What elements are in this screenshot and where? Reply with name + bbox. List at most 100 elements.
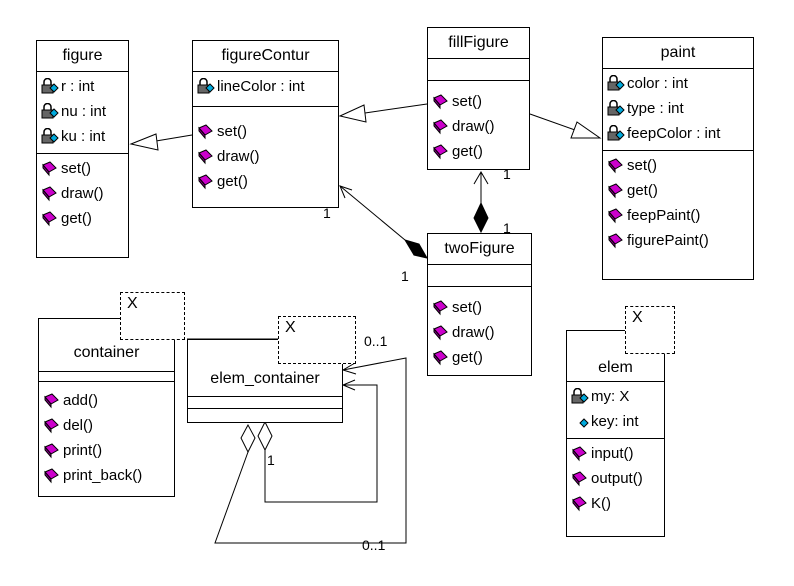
attribute: nu : int bbox=[41, 99, 128, 124]
operation: get() bbox=[432, 345, 531, 370]
attributes-section bbox=[188, 397, 342, 409]
operations-section: set() draw() get() bbox=[428, 81, 529, 168]
multiplicity-label: 1 bbox=[267, 452, 275, 468]
class-title: elem_container bbox=[188, 340, 342, 397]
class-title: paint bbox=[603, 38, 753, 69]
operation-icon bbox=[433, 350, 448, 366]
operation-icon bbox=[572, 446, 587, 462]
multiplicity-label: 1 bbox=[401, 268, 409, 284]
nav-arrowhead bbox=[339, 185, 353, 199]
operation-icon bbox=[433, 94, 448, 110]
attributes-section: r : int nu : int ku : int bbox=[37, 72, 128, 154]
multiplicity-label: 0..1 bbox=[364, 333, 388, 349]
private-attribute-icon bbox=[41, 78, 59, 94]
attributes-section bbox=[428, 59, 529, 81]
attribute: lineColor : int bbox=[197, 74, 338, 99]
operation-icon bbox=[608, 208, 623, 224]
operation: set() bbox=[432, 89, 529, 114]
operation: draw() bbox=[197, 144, 338, 169]
multiplicity-label: 1 bbox=[323, 205, 331, 221]
operation: print_back() bbox=[43, 463, 174, 488]
attributes-section bbox=[39, 372, 174, 382]
operation-icon bbox=[44, 418, 59, 434]
attribute: r : int bbox=[41, 74, 128, 99]
class-fillFigure[interactable]: fillFigure set() draw() get() bbox=[427, 27, 530, 170]
operation: get() bbox=[432, 139, 529, 164]
operation: get() bbox=[197, 169, 338, 194]
operation: feepPaint() bbox=[607, 203, 753, 228]
attribute: type : int bbox=[607, 96, 753, 121]
operation: input() bbox=[571, 441, 664, 466]
attribute: my: X bbox=[571, 384, 664, 409]
operation-icon bbox=[608, 233, 623, 249]
operation-icon bbox=[198, 174, 213, 190]
operation-icon bbox=[198, 149, 213, 165]
operation-icon bbox=[608, 183, 623, 199]
operation: figurePaint() bbox=[607, 228, 753, 253]
operation: output() bbox=[571, 466, 664, 491]
operations-section: add() del() print() print_back() bbox=[39, 382, 174, 492]
operation: get() bbox=[607, 178, 753, 203]
nav-arrowhead bbox=[341, 379, 356, 391]
public-attribute-icon bbox=[579, 418, 589, 428]
operation-icon bbox=[433, 300, 448, 316]
operation-icon bbox=[572, 496, 587, 512]
template-parameter-box: X bbox=[278, 316, 356, 364]
attribute: key: int bbox=[571, 409, 664, 434]
attributes-section: color : int type : int feepColor : int bbox=[603, 69, 753, 151]
attribute: color : int bbox=[607, 71, 753, 96]
attributes-section: lineColor : int bbox=[193, 72, 338, 107]
operation-icon bbox=[433, 144, 448, 160]
operation: draw() bbox=[432, 114, 529, 139]
operations-section: input() output() K() bbox=[567, 439, 664, 520]
private-attribute-icon bbox=[41, 128, 59, 144]
operation: get() bbox=[41, 206, 128, 231]
operation-icon bbox=[572, 471, 587, 487]
class-title: twoFigure bbox=[428, 234, 531, 265]
class-elem[interactable]: elem my: X key: int input() output() K() bbox=[566, 330, 665, 537]
class-figureContur[interactable]: figureContur lineColor : int set() draw(… bbox=[192, 40, 339, 208]
generalization-line bbox=[364, 103, 428, 114]
class-paint[interactable]: paint color : int type : int feepColor :… bbox=[602, 37, 754, 280]
class-title: figure bbox=[37, 41, 128, 72]
aggregation-line bbox=[214, 357, 407, 544]
class-twoFigure[interactable]: twoFigure set() draw() get() bbox=[427, 233, 532, 376]
aggregation-diamond bbox=[257, 420, 273, 452]
class-title: container bbox=[39, 319, 174, 372]
operation: set() bbox=[607, 153, 753, 178]
operations-section: set() get() feepPaint() figurePaint() bbox=[603, 151, 753, 257]
operation-icon bbox=[608, 158, 623, 174]
operation-icon bbox=[42, 161, 57, 177]
composition-diamond bbox=[403, 239, 429, 259]
class-elem_container[interactable]: elem_container bbox=[187, 339, 343, 423]
operation: print() bbox=[43, 438, 174, 463]
aggregation-line bbox=[264, 384, 378, 503]
operations-section: set() draw() get() bbox=[193, 107, 338, 198]
generalization-arrowhead bbox=[129, 133, 159, 151]
operation-icon bbox=[44, 443, 59, 459]
operation: set() bbox=[432, 295, 531, 320]
attribute: ku : int bbox=[41, 124, 128, 149]
generalization-line bbox=[529, 113, 576, 131]
aggregation-diamond bbox=[240, 423, 256, 454]
private-attribute-icon bbox=[607, 125, 625, 141]
generalization-line bbox=[155, 134, 193, 142]
operation-icon bbox=[42, 211, 57, 227]
operation: del() bbox=[43, 413, 174, 438]
operation: draw() bbox=[432, 320, 531, 345]
private-attribute-icon bbox=[607, 75, 625, 91]
class-title: figureContur bbox=[193, 41, 338, 72]
operations-section: set() draw() get() bbox=[37, 154, 128, 235]
composition-diamond bbox=[473, 201, 489, 234]
private-attribute-icon bbox=[571, 388, 589, 404]
class-title: fillFigure bbox=[428, 28, 529, 59]
operation: set() bbox=[41, 156, 128, 181]
class-title: elem bbox=[567, 331, 664, 382]
operation-icon bbox=[198, 124, 213, 140]
operation: add() bbox=[43, 388, 174, 413]
class-container[interactable]: container add() del() print() print_back… bbox=[38, 318, 175, 497]
class-figure[interactable]: figure r : int nu : int ku : int set() d… bbox=[36, 40, 129, 258]
operation-icon bbox=[44, 468, 59, 484]
composition-line bbox=[339, 185, 406, 241]
operation-icon bbox=[44, 393, 59, 409]
